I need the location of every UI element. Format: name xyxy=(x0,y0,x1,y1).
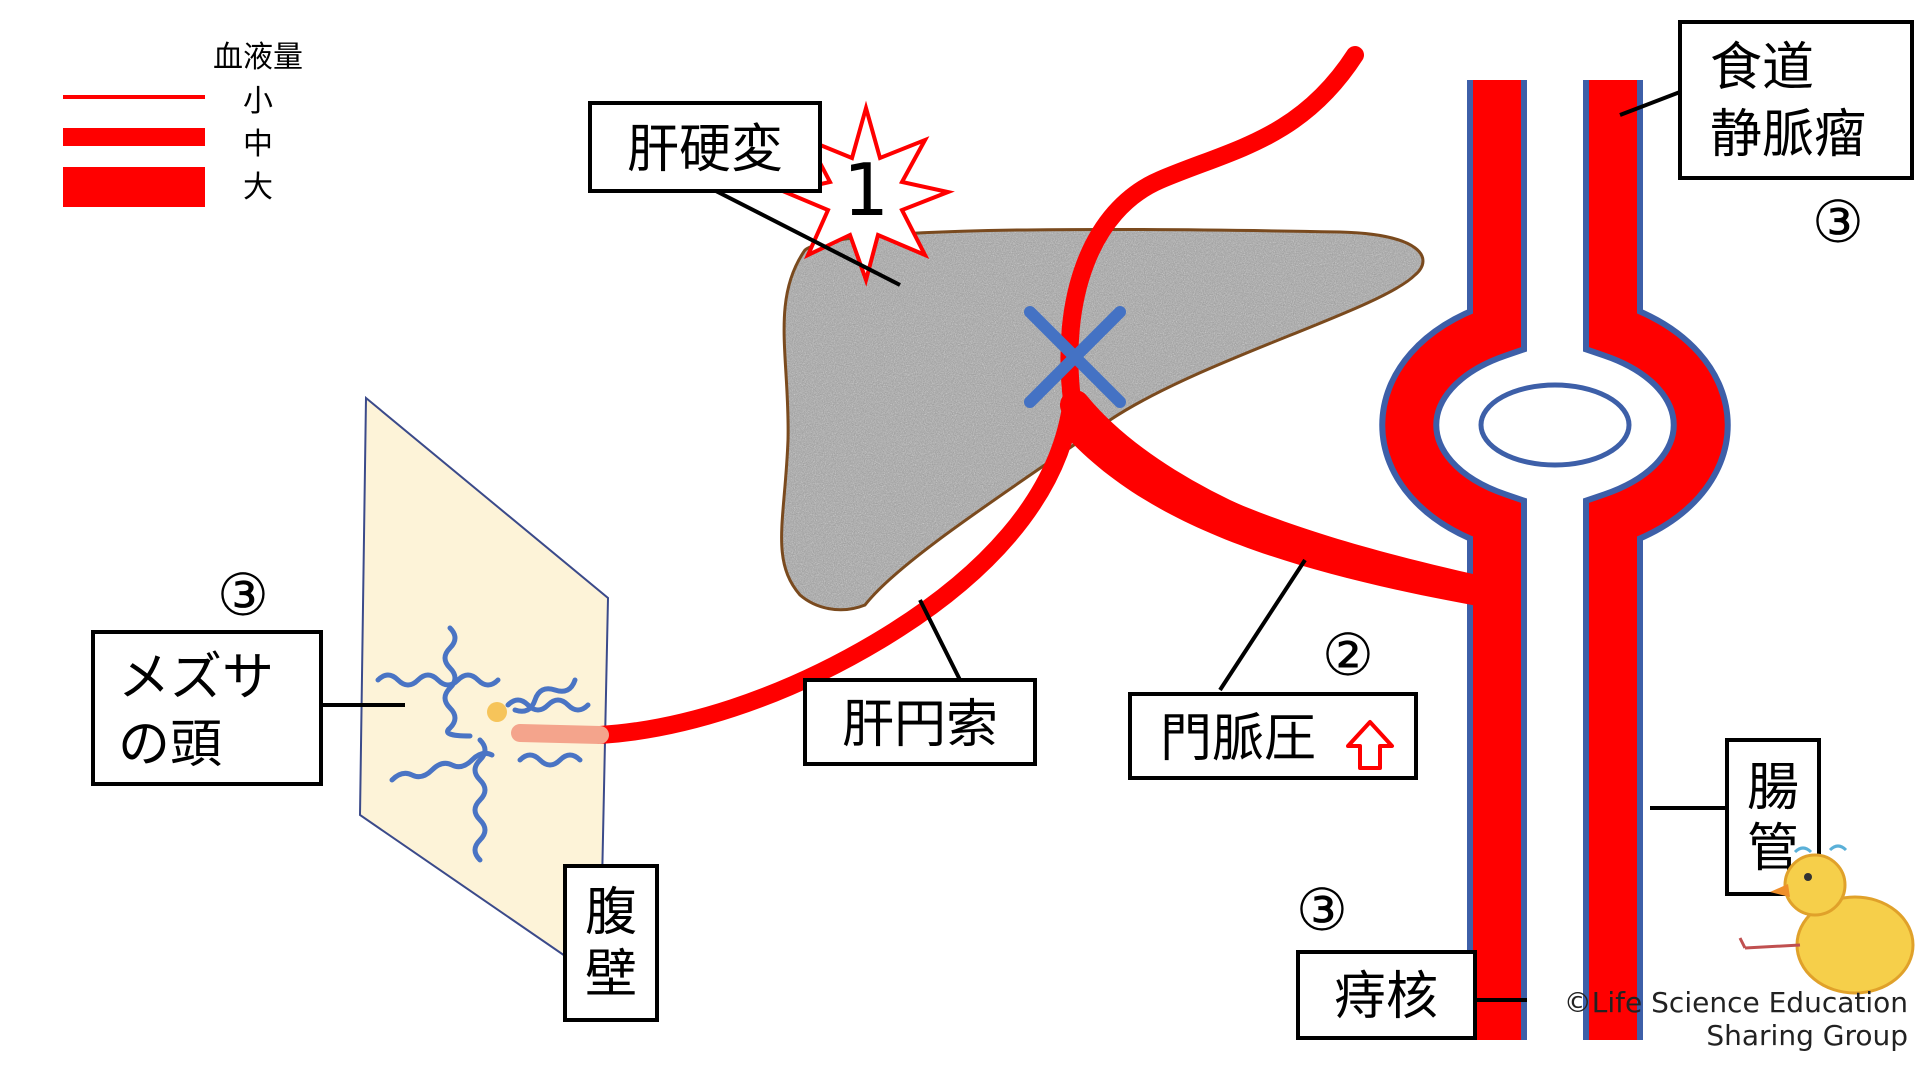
label-hemorrhoid: 痔核 xyxy=(1296,950,1477,1040)
svg-text:食道: 食道 xyxy=(1710,38,1814,98)
svg-text:静脈瘤: 静脈瘤 xyxy=(1710,105,1866,165)
left-vertical-vessel xyxy=(1385,80,1521,1040)
legend-line-small xyxy=(63,95,205,99)
hemorrhoid-circle-number: ③ xyxy=(1296,876,1348,944)
legend-label-large: 大 xyxy=(243,170,273,205)
legend-line-large xyxy=(63,167,205,207)
right-vertical-vessel xyxy=(1589,80,1725,1040)
upper-collateral-vein xyxy=(1060,46,1364,409)
vessels xyxy=(511,46,1731,1040)
legend-line-medium xyxy=(63,128,205,146)
legend-title: 血液量 xyxy=(213,40,303,75)
credit-line1: ©Life Science Education xyxy=(1564,986,1908,1019)
legend-label-small: 小 xyxy=(243,84,273,119)
caput-medusae-veins xyxy=(375,625,591,863)
svg-text:門脈圧: 門脈圧 xyxy=(1160,709,1316,769)
label-abdominal-wall: 腹 壁 xyxy=(563,864,659,1022)
cross-mark-icon xyxy=(1024,306,1126,408)
legend-label-medium: 中 xyxy=(243,127,273,162)
svg-text:痔核: 痔核 xyxy=(1334,967,1438,1027)
umbilical-vein-faded xyxy=(511,724,609,744)
svg-text:腹: 腹 xyxy=(585,883,637,943)
label-esophageal-varices: 食道 静脈瘤 xyxy=(1678,20,1914,180)
chick-icon xyxy=(1738,844,1915,995)
up-arrow-icon xyxy=(1346,720,1394,770)
liver-outline xyxy=(780,227,1425,612)
varix-ring-hole xyxy=(1478,382,1632,468)
label-cirrhosis: 肝硬変 xyxy=(588,101,822,193)
umbilical-vein xyxy=(591,391,1081,744)
label-portal-pressure: 門脈圧 xyxy=(1128,692,1418,780)
portal-circle-number: ② xyxy=(1322,621,1374,689)
svg-text:腸: 腸 xyxy=(1747,758,1799,818)
credit-line2: Sharing Group xyxy=(1706,1019,1908,1052)
burst-icon: 1 xyxy=(778,100,955,287)
legend: 血液量 小 中 大 xyxy=(63,40,303,207)
leader-lines xyxy=(320,90,1727,1002)
label-caput-medusae: メズサ の頭 xyxy=(91,630,323,786)
esophageal-circle-number: ③ xyxy=(1812,188,1864,256)
svg-text:壁: 壁 xyxy=(585,945,637,1005)
svg-text:の頭: の頭 xyxy=(118,715,222,775)
svg-text:肝硬変: 肝硬変 xyxy=(627,120,783,180)
cirrhosis-number: 1 xyxy=(843,148,889,232)
caput-circle-number: ③ xyxy=(217,561,269,629)
portal-vein xyxy=(1060,405,1500,610)
label-round-ligament: 肝円索 xyxy=(803,678,1037,766)
svg-text:メズサ: メズサ xyxy=(118,648,274,708)
svg-text:肝円索: 肝円索 xyxy=(842,695,998,755)
